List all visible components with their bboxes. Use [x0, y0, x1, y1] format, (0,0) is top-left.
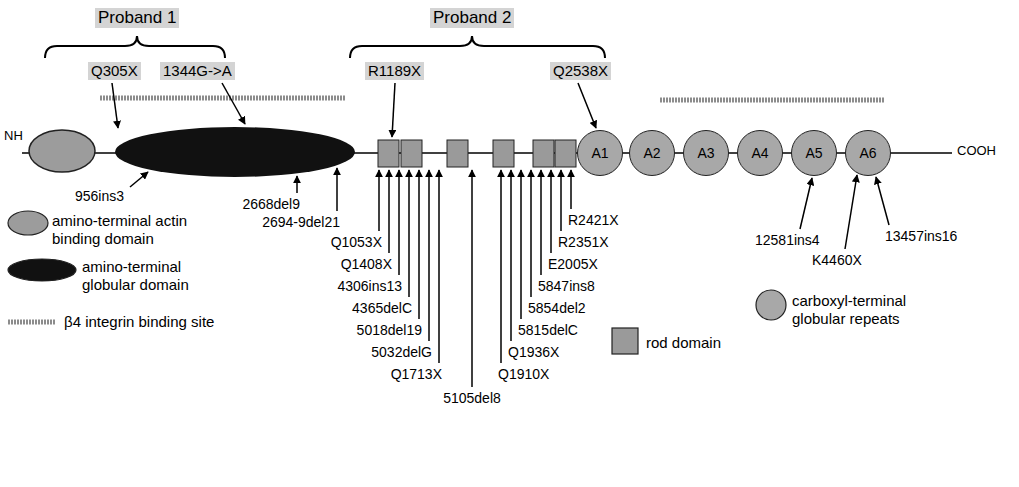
globular-repeat: A2	[629, 130, 675, 176]
legend-text: amino-terminal globular domain	[82, 258, 204, 294]
mutation-label: 5032delG	[371, 344, 432, 361]
mutation-arrow	[510, 170, 512, 341]
mutation-arrow	[398, 170, 400, 275]
globular-repeat: A6	[845, 130, 891, 176]
rod-segment	[378, 140, 399, 167]
mutation-label: Q305X	[88, 62, 141, 80]
mutation-label: 5018del19	[357, 322, 422, 339]
legend-text: amino-terminal actin binding domain	[52, 212, 212, 248]
mutation-arrow	[418, 170, 420, 319]
legend-sample	[8, 259, 76, 281]
mutation-arrow	[845, 175, 857, 249]
mutation-arrow	[112, 83, 118, 128]
repeat-name: A1	[591, 145, 608, 161]
globular-domain	[115, 127, 355, 177]
mutation-arrow	[530, 170, 532, 297]
legend-swatch	[756, 290, 786, 320]
mutation-label: 12581ins4	[755, 232, 820, 249]
globular-repeat: A5	[791, 130, 837, 176]
mutation-label: Q1053X	[331, 234, 382, 251]
mutation-arrow	[876, 177, 889, 225]
rod-segment	[555, 140, 576, 167]
terminus-label: NH	[4, 128, 23, 144]
mutation-arrow	[570, 170, 572, 209]
mutation-label: Q1910X	[498, 366, 549, 383]
repeat-name: A6	[859, 145, 876, 161]
mutation-arrow	[471, 170, 473, 387]
legend-text: β4 integrin binding site	[64, 313, 214, 331]
mutation-label: 5815delC	[518, 322, 578, 339]
mutation-label: R2351X	[558, 234, 609, 251]
mutation-arrow	[540, 170, 542, 275]
mutation-arrow	[500, 170, 502, 363]
repeat-name: A4	[751, 145, 768, 161]
mutation-label: 2694-9del21	[262, 214, 340, 231]
mutation-label: E2005X	[548, 256, 598, 273]
legend-swatch	[8, 259, 76, 281]
mutation-arrow	[222, 83, 245, 124]
legend-swatch	[612, 328, 638, 354]
mutation-label: 5847ins8	[538, 278, 595, 295]
mutation-arrow	[520, 170, 522, 319]
mutation-label: Q2538X	[550, 62, 611, 80]
mutation-label: Q1936X	[508, 344, 559, 361]
mutation-label: 5854del2	[528, 300, 586, 317]
bracket	[350, 36, 605, 58]
legend-line-sample	[8, 320, 56, 325]
terminus-label: COOH	[957, 143, 996, 159]
proband-label: Proband 2	[430, 8, 514, 28]
mutation-arrow	[578, 83, 596, 128]
mutation-arrow	[336, 168, 338, 211]
mutation-arrow	[550, 170, 552, 253]
mutation-label: K4460X	[812, 252, 862, 269]
globular-repeat: A4	[737, 130, 783, 176]
legend-sample	[612, 328, 638, 354]
mutation-label: 1344G->A	[160, 62, 235, 80]
mutation-arrow	[130, 172, 148, 187]
legend-text: rod domain	[646, 334, 721, 352]
mutation-arrow	[438, 170, 440, 363]
binding-site-line	[100, 96, 345, 101]
mutation-arrow	[428, 170, 430, 341]
legend-sample	[756, 290, 786, 320]
mutation-arrow	[378, 170, 380, 231]
rod-segment	[447, 140, 468, 167]
mutation-label: 956ins3	[75, 188, 124, 205]
mutation-arrow	[296, 176, 298, 193]
repeat-name: A3	[697, 145, 714, 161]
mutation-label: 2668del9	[242, 196, 300, 213]
mutation-arrow	[560, 170, 562, 231]
globular-repeat: A3	[683, 130, 729, 176]
rod-segment	[493, 140, 514, 167]
mutation-arrow	[800, 178, 812, 229]
mutation-arrow	[408, 170, 410, 297]
actin-binding-domain	[29, 130, 95, 172]
rod-segment	[533, 140, 554, 167]
repeat-name: A2	[643, 145, 660, 161]
legend-swatch	[8, 211, 48, 235]
mutation-label: 5105del8	[443, 390, 501, 407]
globular-repeat: A1	[577, 130, 623, 176]
mutation-label: 13457ins16	[885, 228, 957, 245]
mutation-arrow	[388, 170, 390, 253]
mutation-label: 4306ins13	[337, 278, 402, 295]
bracket	[45, 36, 225, 58]
mutation-label: Q1713X	[391, 366, 442, 383]
mutation-label: 4365delC	[352, 300, 412, 317]
legend-sample	[8, 211, 48, 235]
repeat-name: A5	[805, 145, 822, 161]
legend-text: carboxyl-terminal globular repeats	[792, 292, 932, 328]
mutation-label: R1189X	[365, 62, 424, 80]
mutation-arrow	[392, 83, 395, 137]
legend-swatches	[8, 211, 786, 354]
rod-segment	[401, 140, 422, 167]
mutation-label: Q1408X	[341, 256, 392, 273]
binding-site-line	[660, 98, 885, 103]
mutation-label: R2421X	[568, 212, 619, 229]
proband-label: Proband 1	[95, 8, 179, 28]
